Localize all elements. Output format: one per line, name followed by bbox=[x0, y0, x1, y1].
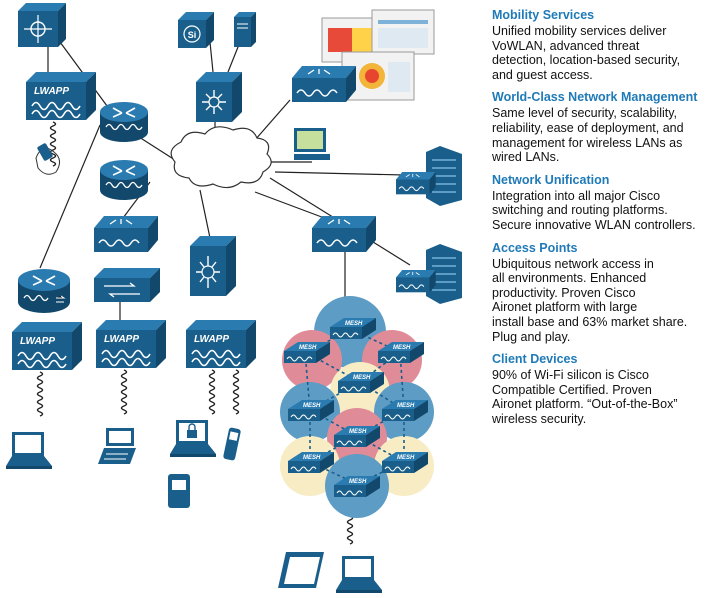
mesh-ap: MESH bbox=[329, 317, 377, 340]
section-line: Secure innovative WLAN controllers. bbox=[492, 217, 696, 232]
wlan-controller-right bbox=[311, 215, 377, 253]
section-body: Same level of security, scalability,reli… bbox=[492, 106, 702, 164]
wlan-controller-center bbox=[291, 65, 357, 103]
mesh-label: MESH bbox=[303, 403, 321, 409]
wifi-phone-icon bbox=[223, 427, 241, 461]
lwapp-label: LWAPP bbox=[194, 334, 229, 345]
wired-coil bbox=[232, 369, 240, 415]
mesh-ap: MESH bbox=[333, 475, 381, 498]
core-router-top bbox=[99, 101, 149, 143]
mesh-label: MESH bbox=[349, 479, 367, 485]
section-line: Integration into all major Cisco bbox=[492, 188, 661, 203]
handheld-device-icon bbox=[35, 143, 60, 175]
section-line: Plug and play. bbox=[492, 329, 571, 344]
laptop-icon bbox=[6, 432, 52, 469]
distribution-switch-top bbox=[196, 72, 242, 122]
section-line: and guest access. bbox=[492, 67, 593, 82]
lwapp-controller-top-left: LWAPP bbox=[25, 71, 97, 121]
laptop-bottom-icon bbox=[336, 556, 382, 593]
mesh-ap: MESH bbox=[287, 451, 335, 474]
section-line: VoWLAN, advanced threat bbox=[492, 38, 640, 53]
lwapp-label: LWAPP bbox=[104, 334, 139, 345]
section-line: wireless security. bbox=[492, 411, 587, 426]
mesh-label: MESH bbox=[345, 321, 363, 327]
lwapp-label: LWAPP bbox=[20, 336, 55, 347]
wlan-controller-left bbox=[93, 215, 159, 253]
mesh-ap: MESH bbox=[283, 341, 331, 364]
mesh-label: MESH bbox=[397, 403, 415, 409]
wired-coil bbox=[120, 369, 128, 415]
distribution-switch-center bbox=[190, 236, 236, 296]
mesh-ap: MESH bbox=[381, 451, 429, 474]
secure-laptop-icon bbox=[170, 420, 216, 457]
badge-device-icon bbox=[168, 474, 190, 508]
server-icon bbox=[234, 12, 256, 47]
building-top bbox=[395, 146, 462, 206]
mesh-label: MESH bbox=[353, 375, 371, 381]
section-line: reliability, ease of deployment, and bbox=[492, 120, 684, 135]
section-line: detection, location-based security, bbox=[492, 53, 681, 68]
section-title: Access Points bbox=[492, 240, 578, 255]
section-title: Network Unification bbox=[492, 172, 610, 187]
lwapp-access-point-center: LWAPP bbox=[185, 319, 257, 369]
lwapp-label: LWAPP bbox=[34, 86, 69, 97]
network-cloud bbox=[170, 126, 272, 189]
section-title: Mobility Services bbox=[492, 8, 595, 22]
mesh-ap: MESH bbox=[333, 425, 381, 448]
section-line: 90% of Wi-Fi silicon is Cisco bbox=[492, 368, 649, 383]
mesh-label: MESH bbox=[397, 455, 415, 461]
tablet-pc-bottom-icon bbox=[278, 552, 324, 588]
core-router-middle bbox=[99, 159, 149, 201]
wired-coil bbox=[208, 369, 216, 415]
mesh-network: MESH MESH MESH MESH MESH MESH MESH MESH … bbox=[280, 296, 434, 518]
wired-coil bbox=[49, 121, 57, 167]
section-line: productivity. Proven Cisco bbox=[492, 285, 636, 300]
section-line: Ubiquitous network access in bbox=[492, 256, 654, 271]
section-line: Compatible Certified. Proven bbox=[492, 382, 652, 397]
layer2-switch-left bbox=[94, 268, 160, 302]
mesh-label: MESH bbox=[393, 345, 411, 351]
mesh-label: MESH bbox=[299, 345, 317, 351]
mesh-label: MESH bbox=[349, 429, 367, 435]
mesh-label: MESH bbox=[303, 455, 321, 461]
section-line: wired LANs. bbox=[492, 150, 560, 165]
multilayer-switch-top: Si bbox=[178, 12, 214, 48]
section-line: all environments. Enhanced bbox=[492, 271, 647, 286]
switch-symbol-label: Si bbox=[188, 30, 197, 40]
section-title: World-Class Network Management bbox=[492, 90, 698, 105]
edge-router-left bbox=[18, 269, 70, 313]
mesh-ap: MESH bbox=[377, 341, 425, 364]
management-workstation-icon bbox=[294, 128, 330, 160]
mesh-ap: MESH bbox=[337, 371, 385, 394]
mesh-ap: MESH bbox=[381, 399, 429, 422]
section-line: Unified mobility services deliver bbox=[492, 24, 667, 38]
lwapp-access-point-middle: LWAPP bbox=[95, 319, 167, 369]
tablet-pc-icon bbox=[98, 428, 136, 464]
wlan-controller-top-left bbox=[18, 3, 66, 47]
building-bottom bbox=[395, 244, 462, 304]
mesh-ap: MESH bbox=[287, 399, 335, 422]
section-line: Aironet platform with large bbox=[492, 300, 638, 315]
section-line: management for wireless LANs as bbox=[492, 135, 683, 150]
section-line: install base and 63% market share. bbox=[492, 314, 688, 329]
wired-coil bbox=[36, 371, 44, 417]
section-line: Aironet platform. “Out-of-the-Box” bbox=[492, 397, 678, 412]
section-line: Same level of security, scalability, bbox=[492, 106, 678, 121]
section-line: switching and routing platforms. bbox=[492, 203, 668, 218]
section-title: Client Devices bbox=[492, 352, 578, 367]
lwapp-access-point-left: LWAPP bbox=[11, 321, 83, 371]
